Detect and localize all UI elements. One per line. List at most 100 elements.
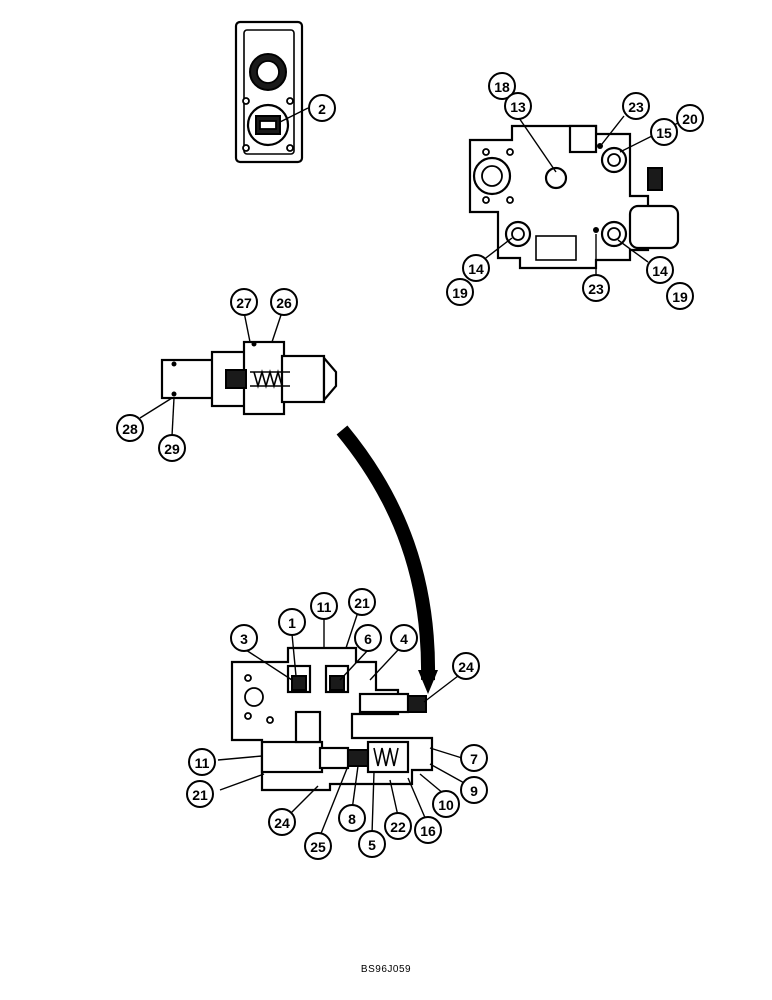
leader-line xyxy=(291,633,297,677)
seal-28 xyxy=(171,361,177,367)
callout-circle xyxy=(310,592,338,620)
callout-label: 11 xyxy=(195,755,210,771)
callout-13: 13 xyxy=(504,92,532,120)
leader-line xyxy=(289,785,319,815)
spool-left xyxy=(260,740,324,774)
callout-label: 22 xyxy=(390,819,406,835)
leader-line xyxy=(407,777,427,821)
side-fitting xyxy=(647,167,663,191)
callout-label: 21 xyxy=(192,787,208,803)
callout-14: 14 xyxy=(462,254,490,282)
callout-27: 27 xyxy=(230,288,258,316)
callout-circle xyxy=(188,748,216,776)
orifice-23-upper xyxy=(597,143,603,149)
body-bolt-hole xyxy=(244,712,252,720)
leader-line xyxy=(339,649,369,681)
callout-label: 21 xyxy=(354,595,370,611)
leader-line xyxy=(245,649,293,681)
leader-line xyxy=(419,773,445,795)
callout-label: 11 xyxy=(317,599,332,615)
callout-label: 14 xyxy=(652,263,668,279)
leader-line xyxy=(389,779,399,817)
cartridge-nose xyxy=(322,355,338,403)
valve-body-boss xyxy=(568,124,598,154)
callout-25: 25 xyxy=(304,832,332,860)
callout-circle xyxy=(650,118,678,146)
callout-circle xyxy=(504,92,532,120)
callout-circle xyxy=(308,94,336,122)
leader-line xyxy=(171,397,175,437)
plug-15-center xyxy=(607,153,621,167)
solenoid-left-core xyxy=(291,675,307,691)
callout-circle xyxy=(186,780,214,808)
cartridge-cage xyxy=(160,358,216,400)
bolt-hole xyxy=(482,196,490,204)
callout-label: 4 xyxy=(400,631,408,647)
callout-label: 23 xyxy=(628,99,644,115)
leader-line xyxy=(279,107,309,123)
screw-hole xyxy=(242,144,250,152)
side-cartridge xyxy=(628,204,680,250)
callout-circle xyxy=(446,278,474,306)
spool-center xyxy=(318,746,350,770)
leader-line xyxy=(139,397,173,419)
body-bolt-hole xyxy=(266,716,274,724)
callout-circle xyxy=(278,608,306,636)
callout-label: 3 xyxy=(240,631,248,647)
callout-circle xyxy=(304,832,332,860)
plug-14-right-center xyxy=(607,227,621,241)
callout-4: 4 xyxy=(390,624,418,652)
connection-arrow xyxy=(336,425,436,681)
body-bolt-hole xyxy=(244,674,252,682)
callout-23: 23 xyxy=(582,274,610,302)
callout-11: 11 xyxy=(188,748,216,776)
callout-label: 29 xyxy=(164,441,180,457)
callout-label: 20 xyxy=(682,111,698,127)
callout-18: 18 xyxy=(488,72,516,100)
callout-28: 28 xyxy=(116,414,144,442)
callout-21: 21 xyxy=(348,588,376,616)
callout-label: 6 xyxy=(364,631,372,647)
connector-socket-window xyxy=(259,120,277,130)
cartridge-poppet xyxy=(225,369,247,389)
callout-circle xyxy=(268,808,296,836)
callout-circle xyxy=(116,414,144,442)
callout-label: 2 xyxy=(318,101,326,117)
callout-circle xyxy=(582,274,610,302)
figure-code: BS96J059 xyxy=(360,964,412,975)
leader-line xyxy=(271,311,283,343)
callout-circle xyxy=(230,288,258,316)
connector-plug-inner xyxy=(256,60,280,84)
callout-3: 3 xyxy=(230,624,258,652)
plug-13 xyxy=(544,166,568,190)
leader-line xyxy=(617,239,649,263)
callout-label: 24 xyxy=(458,659,474,675)
leader-line xyxy=(601,115,625,145)
valve-body-top-view xyxy=(468,95,681,274)
bolt-hole xyxy=(506,196,514,204)
connector-view xyxy=(234,20,309,164)
callout-label: 19 xyxy=(452,285,468,301)
callout-6: 6 xyxy=(354,624,382,652)
cartridge-hex xyxy=(242,340,286,416)
valve-section-view xyxy=(217,611,467,837)
callout-label: 15 xyxy=(656,125,672,141)
callout-label: 27 xyxy=(236,295,252,311)
leader-line xyxy=(371,771,375,835)
bolt-hole xyxy=(482,148,490,156)
callout-label: 25 xyxy=(310,839,326,855)
callout-label: 16 xyxy=(420,823,436,839)
leader-line xyxy=(319,765,349,837)
main-port-bore xyxy=(481,165,503,187)
callout-16: 16 xyxy=(414,816,442,844)
callout-circle xyxy=(452,652,480,680)
leader-line xyxy=(429,763,467,785)
callout-label: 14 xyxy=(468,261,484,277)
leader-line xyxy=(243,311,251,343)
spool-land xyxy=(347,749,369,767)
callout-label: 28 xyxy=(122,421,138,437)
callout-7: 7 xyxy=(460,744,488,772)
seal-29 xyxy=(171,391,177,397)
